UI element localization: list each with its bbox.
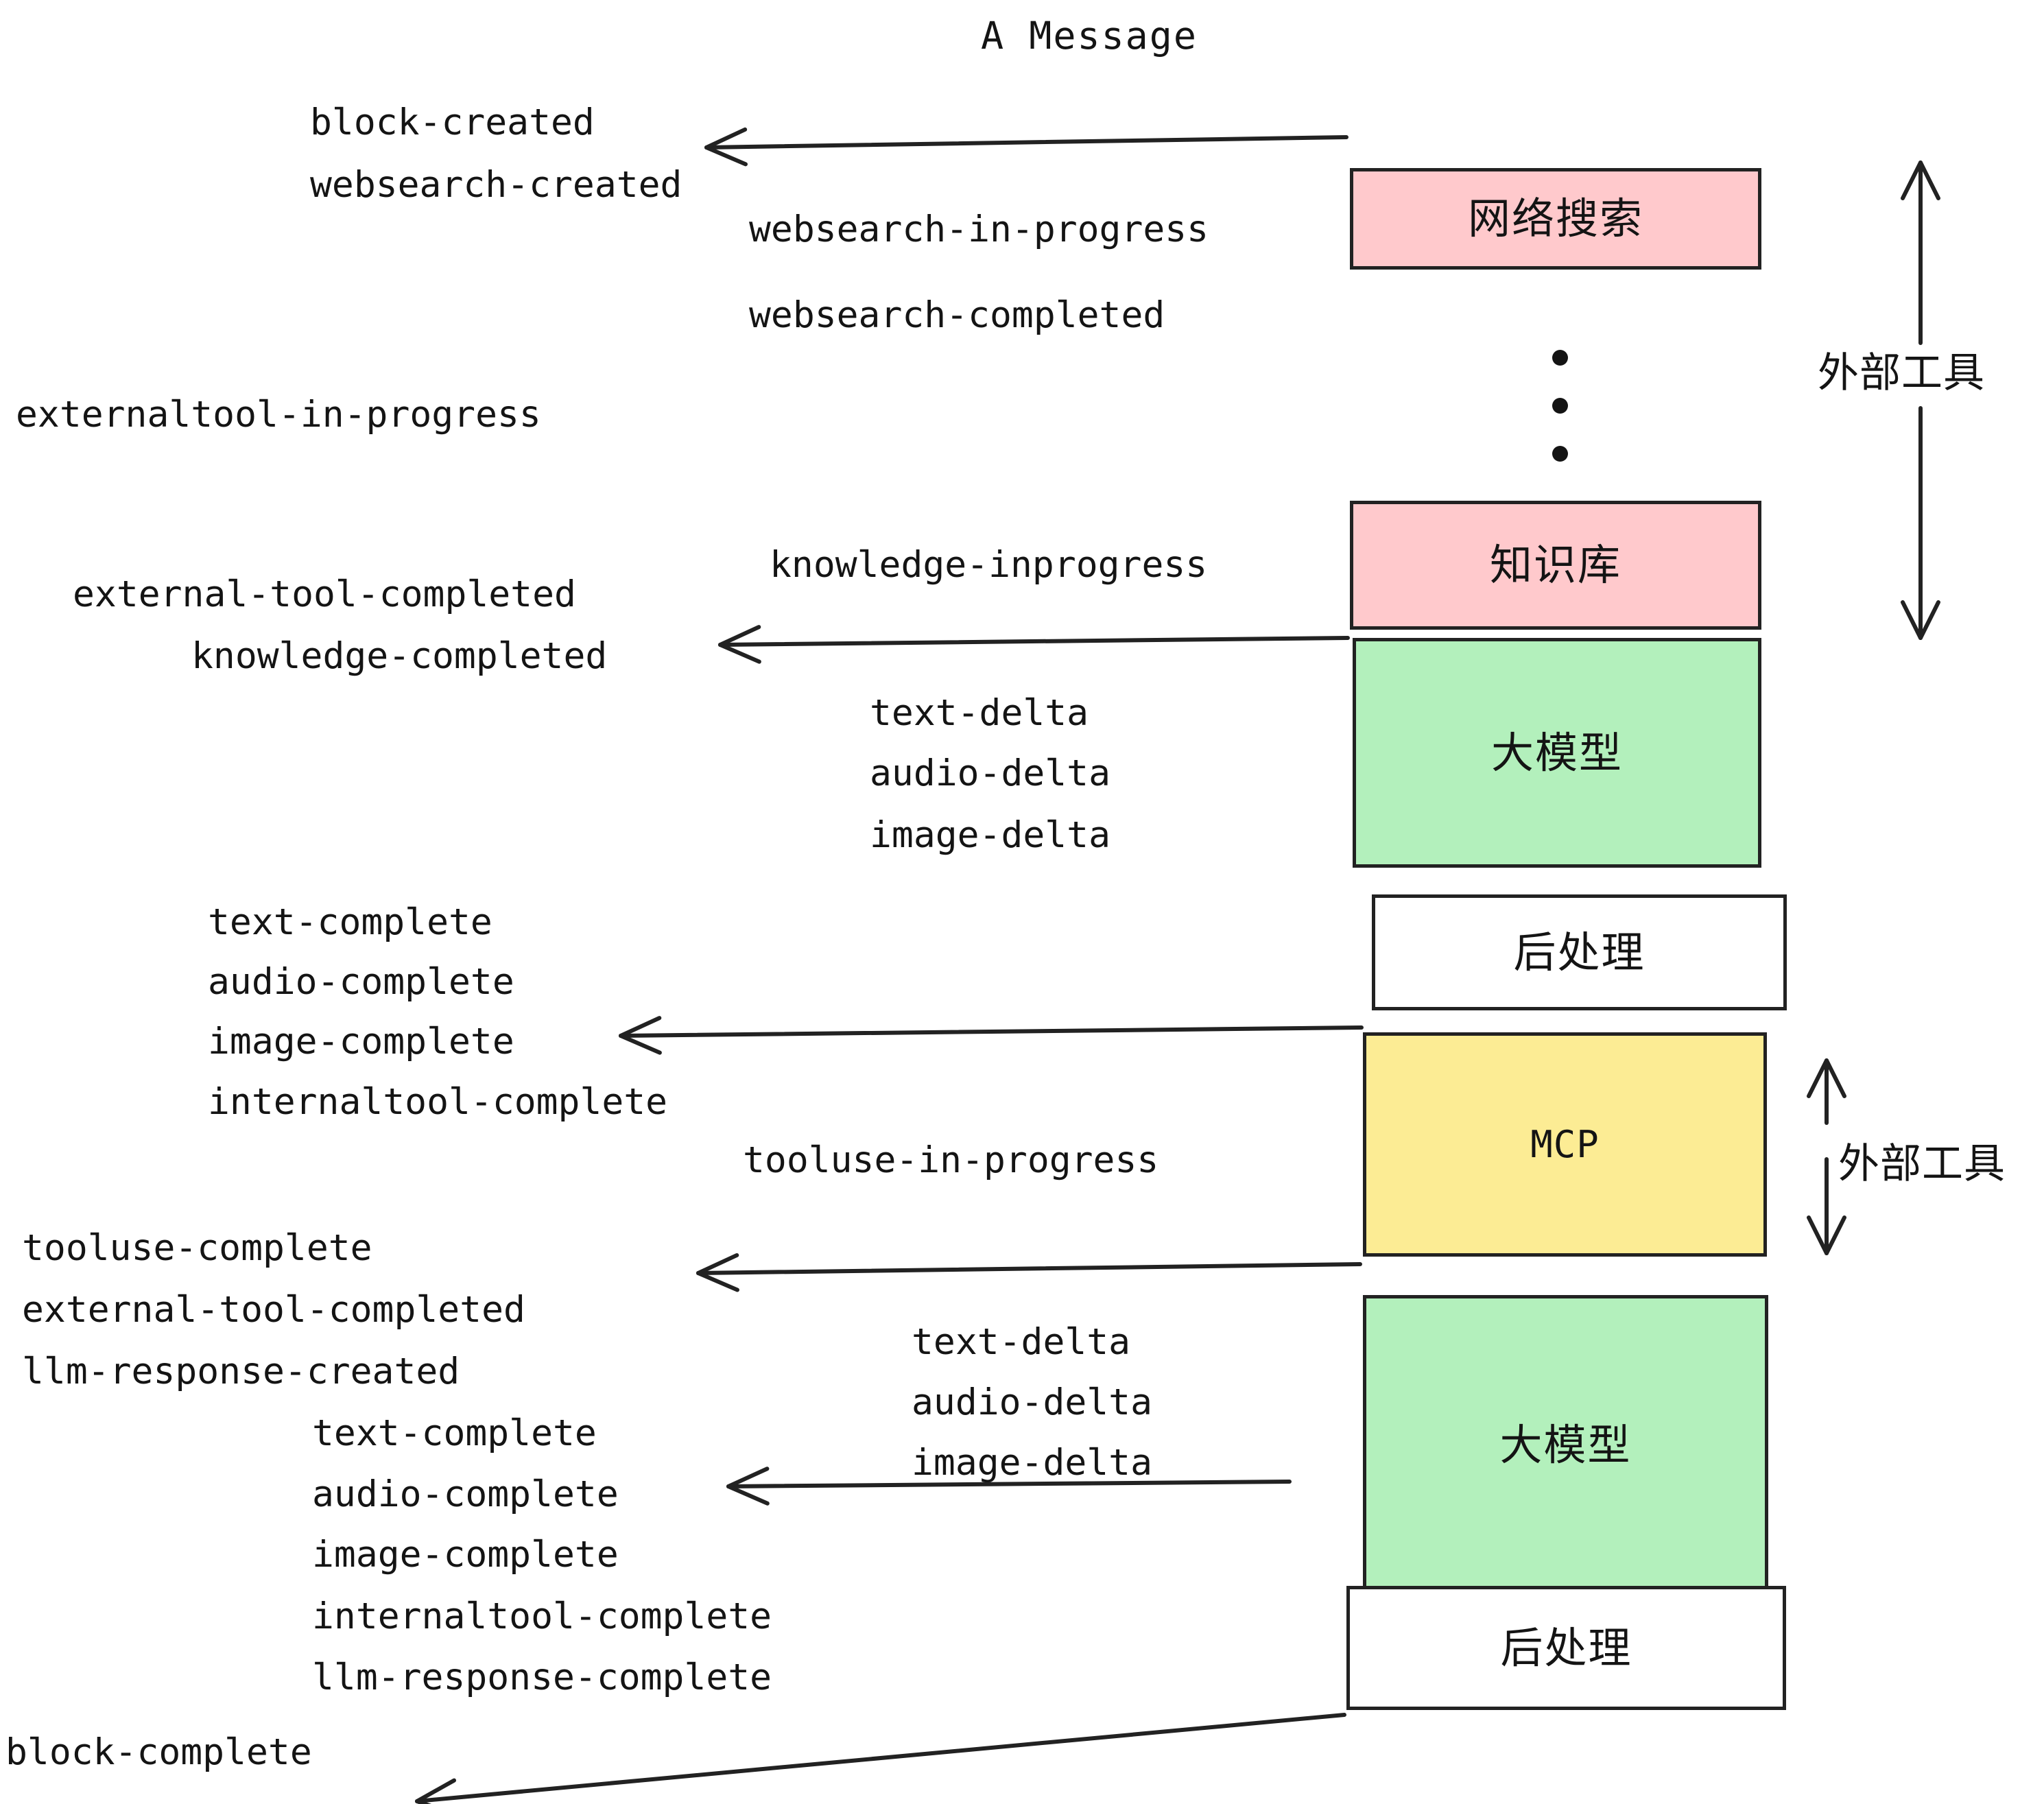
event-label: knowledge-completed (191, 635, 608, 677)
box-label-postprocess-bottom: 后处理 (1500, 1622, 1632, 1673)
external-tool-span-bottom (1901, 406, 1940, 640)
knowledge-done-arrow (718, 625, 1350, 664)
box-label-websearch: 网络搜索 (1467, 193, 1643, 244)
box-label-knowledge: 知识库 (1489, 540, 1621, 590)
event-label: text-complete (312, 1412, 597, 1454)
event-label: external-tool-completed (22, 1289, 525, 1331)
event-label: internaltool-complete (208, 1081, 668, 1123)
event-label: image-delta (870, 814, 1110, 856)
box-websearch: 网络搜索 (1350, 168, 1761, 270)
event-label: externaltool-in-progress (16, 394, 541, 436)
box-label-postprocess-top: 后处理 (1513, 927, 1645, 977)
box-llm-top: 大模型 (1353, 638, 1761, 868)
event-label: text-complete (208, 901, 492, 943)
event-label: llm-response-created (22, 1351, 460, 1392)
event-label: image-delta (912, 1442, 1152, 1484)
image-complete-arrow (619, 1016, 1364, 1055)
event-label: image-complete (208, 1021, 514, 1063)
external-tool-span-top (1901, 161, 1940, 345)
box-postprocess-top: 后处理 (1372, 894, 1787, 1010)
external-tool-label: 外部工具 (1838, 1140, 2006, 1188)
box-mcp: MCP (1363, 1032, 1767, 1257)
event-label: tooluse-complete (22, 1227, 372, 1269)
event-label: internaltool-complete (312, 1595, 772, 1637)
event-label: block-created (310, 102, 595, 143)
block-created-arrow (704, 127, 1348, 167)
event-label: websearch-in-progress (749, 209, 1209, 250)
external-tool-label: 外部工具 (1818, 349, 1985, 397)
event-label: knowledge-inprogress (770, 544, 1208, 586)
event-label: websearch-created (310, 164, 682, 206)
box-postprocess-bottom: 后处理 (1346, 1586, 1786, 1710)
event-label: llm-response-complete (312, 1657, 772, 1698)
mcp-span-top (1807, 1058, 1846, 1125)
box-label-llm-bottom: 大模型 (1499, 1419, 1632, 1470)
event-label: tooluse-in-progress (743, 1139, 1159, 1181)
event-label: audio-delta (912, 1381, 1152, 1423)
tooluse-complete-arrow (696, 1253, 1362, 1292)
event-label: websearch-completed (749, 294, 1165, 336)
event-label: block-complete (5, 1731, 312, 1773)
page-title: A Message (981, 14, 1198, 58)
event-label: image-complete (312, 1534, 619, 1576)
ellipsis-dot (1552, 398, 1568, 414)
ellipsis-dot (1552, 350, 1568, 366)
box-knowledge: 知识库 (1350, 501, 1761, 630)
event-label: audio-complete (208, 961, 514, 1003)
event-label: audio-delta (870, 752, 1110, 794)
box-llm-bottom: 大模型 (1363, 1295, 1768, 1595)
block-complete-arrow (415, 1713, 1346, 1804)
box-label-mcp: MCP (1530, 1122, 1600, 1166)
ellipsis-dot (1552, 446, 1568, 462)
event-label: audio-complete (312, 1473, 619, 1515)
event-label: text-delta (870, 692, 1089, 734)
event-label: text-delta (912, 1321, 1131, 1363)
box-label-llm-top: 大模型 (1490, 727, 1623, 778)
event-label: external-tool-completed (73, 573, 576, 615)
